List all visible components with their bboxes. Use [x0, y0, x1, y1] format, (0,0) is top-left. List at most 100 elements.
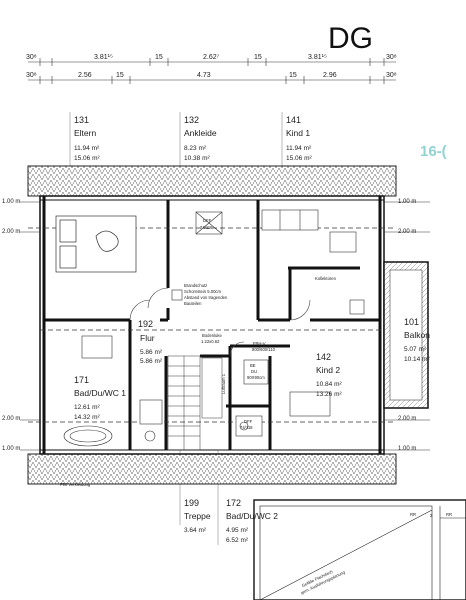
shower-size: 90X90cm: [247, 375, 265, 380]
room-area-2: 13.26 m²: [316, 391, 342, 398]
dff-size-1: 74/118: [200, 225, 213, 230]
room-flur: 192 Flur 5.86 m² 5.86 m²: [138, 319, 163, 365]
dim-second-3: 4.73: [197, 72, 211, 79]
dim-top-1: 3.81¹⁵: [94, 54, 113, 61]
level-left-3: 1.00 m: [2, 446, 20, 452]
room-name: Kind 1: [286, 128, 310, 138]
fbhv-2: 800/600/110: [252, 347, 276, 352]
room-number: 192: [138, 319, 153, 329]
room-area-2: 10.14 m²: [404, 356, 430, 363]
dff-label-1: DFF: [203, 218, 212, 223]
level-left-1: 2.00 m: [2, 229, 20, 235]
brandschutz-3: Abstand von tragenden: [184, 295, 228, 300]
room-balkon: 101 Balkon 5.07 m² 10.14 m²: [404, 317, 430, 363]
dff-label-2: DFF: [244, 419, 253, 424]
roof-eave-bottom: [27, 453, 397, 485]
room-kind1: 141 Kind 1 11.94 m² 15.06 m²: [286, 115, 312, 162]
room-ankleide: 132 Ankleide 8.23 m² 10.38 m²: [184, 115, 217, 162]
room-area-1: 10.84 m²: [316, 381, 342, 388]
staircase: [167, 355, 223, 451]
room-area-1: 11.94 m²: [286, 145, 312, 152]
dim-second-2: 15: [116, 72, 124, 79]
dimension-lines: [28, 58, 396, 84]
bath1-fixtures: [63, 335, 163, 447]
be-label: BE: [250, 363, 256, 368]
level-left-2: 2.00 m: [2, 416, 20, 422]
room-area-2: 15.06 m²: [74, 155, 100, 162]
dimension-labels: 30⁸ 3.81¹⁵ 15 2.62⁷ 15 3.81¹⁵ 30⁸ 30⁸ 2.…: [26, 54, 397, 79]
room-area-1: 4.95 m²: [226, 527, 249, 534]
door-swings: [129, 287, 311, 357]
dim-top-2: 15: [155, 54, 163, 61]
rr-label-1: RR: [410, 512, 416, 517]
room-name: Balkon: [404, 330, 430, 340]
flat-roof-panel: [253, 499, 466, 600]
room-area-1: 12.61 m²: [74, 404, 100, 411]
bath2-fixtures: [235, 359, 331, 437]
room-kind2: 142 Kind 2 10.84 m² 13.26 m²: [316, 352, 342, 398]
du-label: DU: [251, 369, 257, 374]
room-area-1: 5.07 m²: [404, 346, 427, 353]
dim-second-0: 30⁸: [26, 72, 37, 79]
slope-lines: [28, 227, 396, 423]
ankleide-fixtures: [171, 211, 223, 301]
room-area-2: 15.06 m²: [286, 155, 312, 162]
dim-second-1: 2.56: [78, 72, 92, 79]
room-bad2: 172 Bad/Du/WC 2 4.95 m² 6.52 m²: [226, 498, 278, 544]
luftraum-label: Luftraum 1: [221, 373, 226, 394]
room-area-1: 3.64 m²: [184, 527, 207, 534]
bodenluke-1: Bodenluke: [202, 333, 222, 338]
room-number: 172: [226, 498, 241, 508]
room-number: 199: [184, 498, 199, 508]
room-number: 101: [404, 317, 419, 327]
balcony-floor: [389, 269, 423, 401]
rr-label-2: RR: [446, 512, 452, 517]
level-right-2: 2.00 m: [398, 416, 416, 422]
level-right-3: 1.00 m: [398, 446, 416, 452]
room-number: 171: [74, 375, 89, 385]
room-name: Flur: [140, 333, 155, 343]
room-number: 141: [286, 115, 301, 125]
side-label: 16-(: [420, 143, 447, 160]
room-bad1: 171 Bad/Du/WC 1 12.61 m² 14.32 m²: [74, 375, 126, 421]
dim-second-4: 15: [289, 72, 297, 79]
brandschutz-1: Brandschutz: [184, 283, 207, 288]
fbhv-1: FBH-V: [253, 341, 266, 346]
room-number: 142: [316, 352, 331, 362]
room-name: Bad/Du/WC 2: [226, 511, 278, 521]
double-bed: [55, 215, 137, 273]
dim-second-6: 30⁸: [386, 72, 397, 79]
room-area-2: 14.32 m²: [74, 414, 100, 421]
room-area-1: 5.86 m²: [140, 349, 163, 356]
room-area-1: 11.94 m²: [74, 145, 100, 152]
room-area-2: 10.38 m²: [184, 155, 210, 162]
level-right-1: 2.00 m: [398, 229, 416, 235]
sigma-mark: Σ: [430, 513, 433, 518]
kind1-furniture: [261, 209, 365, 315]
room-name: Kind 2: [316, 365, 340, 375]
room-number: 132: [184, 115, 199, 125]
room-name: Eltern: [74, 128, 96, 138]
level-marks: [20, 201, 430, 451]
slope-note: Gefälle Flachdach gem. Ausführungsplanun…: [300, 569, 347, 596]
brandschutz-2: Schornstein 5.00cm: [184, 289, 222, 294]
room-treppe: 199 Treppe 3.64 m²: [184, 498, 211, 534]
brandschutz-4: Bauteilen: [184, 301, 202, 306]
room-area-2: 6.52 m²: [226, 537, 249, 544]
dim-top-5: 3.81¹⁵: [308, 54, 327, 61]
room-name: Ankleide: [184, 128, 217, 138]
dim-top-4: 15: [254, 54, 262, 61]
dim-second-5: 2.96: [323, 72, 337, 79]
handwritten-title: DG: [328, 22, 373, 55]
room-area-1: 8.23 m²: [184, 145, 207, 152]
dim-top-3: 2.62⁷: [203, 54, 220, 61]
room-area-2: 5.86 m²: [140, 358, 163, 365]
dim-top-6: 30⁸: [386, 54, 397, 61]
level-right-0: 1.00 m: [398, 199, 416, 205]
f90-label: F90 Verkleidung: [60, 482, 91, 487]
room-number: 131: [74, 115, 89, 125]
kollektoren-label: Kollektoren: [315, 276, 337, 281]
room-eltern: 131 Eltern 11.94 m² 15.06 m²: [74, 115, 100, 162]
roof-eave-top: [27, 165, 397, 197]
